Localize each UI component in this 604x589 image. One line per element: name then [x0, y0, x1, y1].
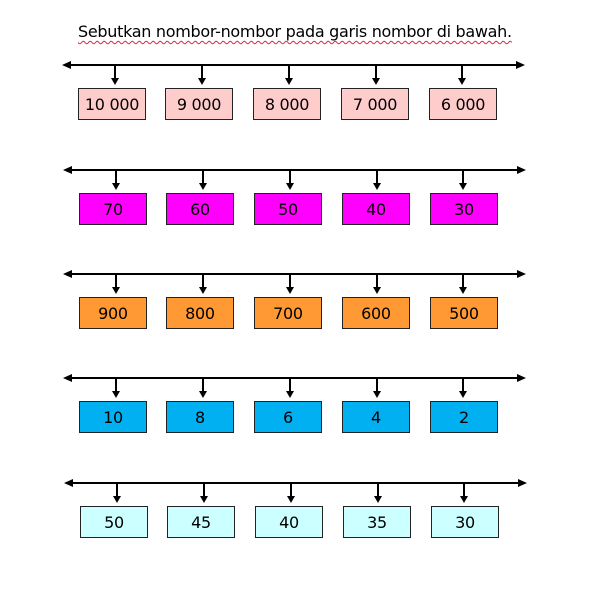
- number-box: 70: [79, 193, 147, 225]
- arrow-down-icon: [287, 496, 295, 503]
- arrow-left-icon: [62, 61, 71, 69]
- arrow-down-icon: [198, 78, 206, 85]
- arrow-left-icon: [63, 374, 72, 382]
- arrow-down-icon: [373, 183, 381, 190]
- arrow-down-icon: [459, 391, 467, 398]
- arrow-down-icon: [458, 78, 466, 85]
- arrow-right-icon: [516, 61, 525, 69]
- arrow-down-icon: [374, 496, 382, 503]
- arrow-down-icon: [199, 183, 207, 190]
- number-line-row: 900 800 700 600 500: [0, 265, 604, 345]
- arrow-down-icon: [459, 183, 467, 190]
- arrow-down-icon: [200, 496, 208, 503]
- number-box: 50: [254, 193, 322, 225]
- arrow-left-icon: [64, 479, 73, 487]
- number-box: 700: [254, 297, 322, 329]
- number-box: 8 000: [253, 88, 321, 120]
- arrow-down-icon: [373, 391, 381, 398]
- number-box: 30: [430, 193, 498, 225]
- number-box: 45: [167, 506, 235, 538]
- number-box: 600: [342, 297, 410, 329]
- number-box: 40: [342, 193, 410, 225]
- arrow-down-icon: [112, 391, 120, 398]
- number-line-row: 50 45 40 35 30: [0, 474, 604, 554]
- arrow-down-icon: [286, 183, 294, 190]
- arrow-down-icon: [286, 287, 294, 294]
- arrow-right-icon: [518, 479, 527, 487]
- arrow-down-icon: [112, 183, 120, 190]
- number-line-row: 70 60 50 40 30: [0, 161, 604, 241]
- number-line-row: 10 000 9 000 8 000 7 000 6 000: [0, 56, 604, 136]
- number-box: 10 000: [78, 88, 146, 120]
- number-box: 50: [80, 506, 148, 538]
- arrow-right-icon: [517, 270, 526, 278]
- number-box: 8: [166, 401, 234, 433]
- number-box: 500: [430, 297, 498, 329]
- arrow-down-icon: [285, 78, 293, 85]
- number-box: 4: [342, 401, 410, 433]
- arrow-right-icon: [517, 166, 526, 174]
- number-box: 6: [254, 401, 322, 433]
- arrow-down-icon: [286, 391, 294, 398]
- number-line: [62, 61, 525, 85]
- number-box: 35: [343, 506, 411, 538]
- number-box: 2: [430, 401, 498, 433]
- number-line: [64, 479, 527, 503]
- number-box: 6 000: [429, 88, 497, 120]
- number-box: 900: [79, 297, 147, 329]
- arrow-down-icon: [373, 287, 381, 294]
- number-line: [63, 374, 526, 398]
- arrow-down-icon: [460, 496, 468, 503]
- arrow-left-icon: [63, 166, 72, 174]
- number-box: 9 000: [165, 88, 233, 120]
- arrow-down-icon: [113, 496, 121, 503]
- number-line: [63, 166, 526, 190]
- arrow-down-icon: [372, 78, 380, 85]
- arrow-right-icon: [517, 374, 526, 382]
- arrow-down-icon: [199, 391, 207, 398]
- number-box: 10: [79, 401, 147, 433]
- arrow-down-icon: [199, 287, 207, 294]
- number-box: 30: [431, 506, 499, 538]
- number-line: [63, 270, 526, 294]
- arrow-down-icon: [459, 287, 467, 294]
- number-box: 7 000: [341, 88, 409, 120]
- number-box: 40: [255, 506, 323, 538]
- arrow-down-icon: [111, 78, 119, 85]
- arrow-left-icon: [63, 270, 72, 278]
- number-box: 60: [166, 193, 234, 225]
- worksheet-title: Sebutkan nombor-nombor pada garis nombor…: [78, 22, 512, 41]
- arrow-down-icon: [112, 287, 120, 294]
- number-box: 800: [166, 297, 234, 329]
